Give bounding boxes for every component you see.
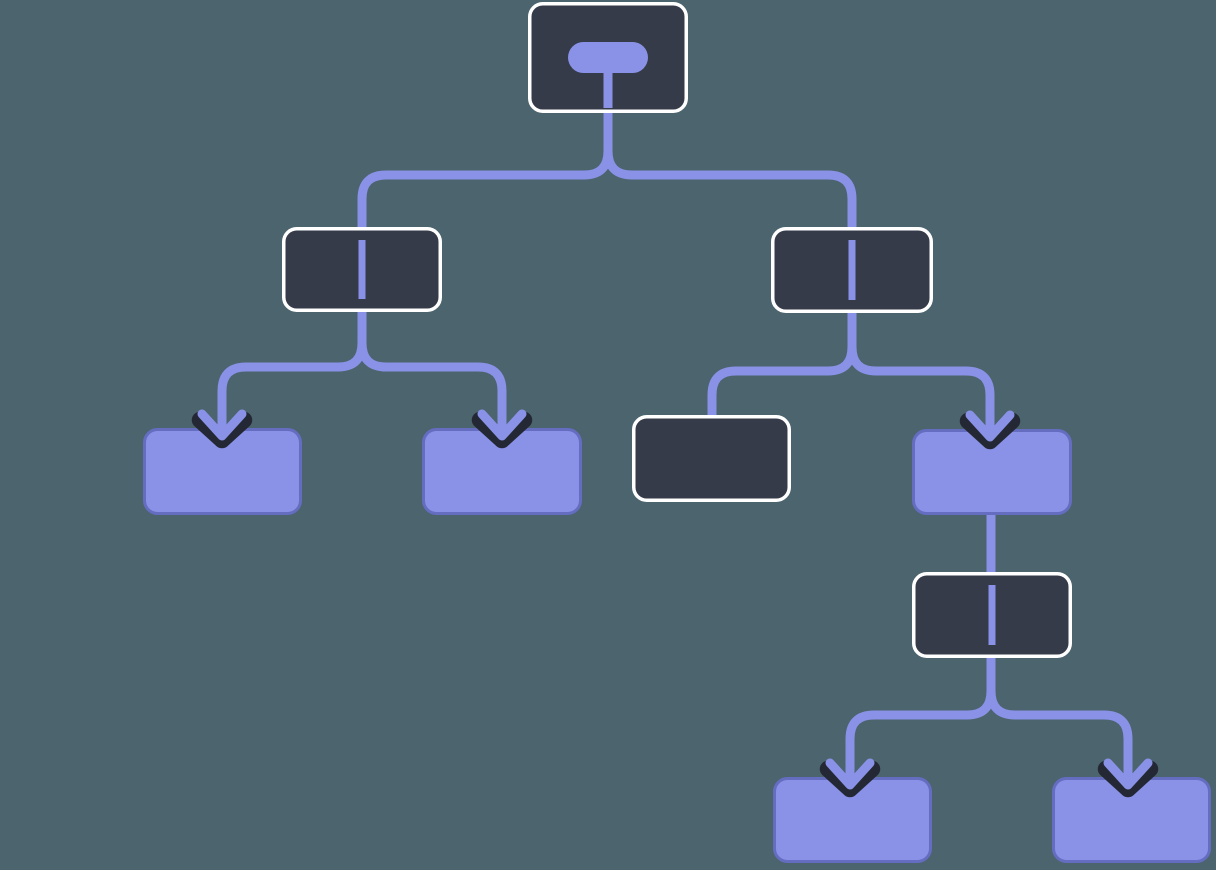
arrow-purple-chevron — [1103, 758, 1153, 790]
edge-branchright-to-leaf3-arrow-icon — [959, 393, 1021, 450]
arrow-purple-chevron — [965, 410, 1015, 442]
edge-branchbottom-to-leaf4-arrow-icon — [819, 741, 881, 798]
root-node[interactable] — [528, 2, 688, 113]
placeholder-node[interactable] — [632, 415, 791, 502]
edge-branchright-to-leaf3 — [847, 311, 995, 437]
branch-node-left[interactable] — [282, 227, 442, 312]
edge-branchleft-to-leaf2-arrow-icon — [471, 392, 533, 449]
edge-root-to-branch-right — [603, 111, 857, 230]
nodes-layer — [143, 2, 1211, 863]
arrow-purple-chevron — [825, 758, 875, 790]
branch-node-right[interactable] — [771, 227, 933, 313]
edge-branchleft-to-leaf1-arrow-icon — [191, 392, 253, 449]
arrow-purple-chevron — [197, 409, 247, 441]
placeholder-node-box[interactable] — [632, 415, 791, 502]
root-pill-icon — [568, 42, 648, 73]
edge-branchbottom-to-leaf5 — [986, 656, 1133, 785]
branch-node-bottom[interactable] — [912, 572, 1072, 658]
arrow-markers-layer — [191, 392, 1159, 798]
edge-branchbottom-to-leaf5-arrow-icon — [1097, 741, 1159, 798]
connectors-layer — [217, 111, 1133, 785]
edge-branchleft-to-leaf2 — [357, 310, 507, 436]
arrow-purple-chevron — [477, 409, 527, 441]
